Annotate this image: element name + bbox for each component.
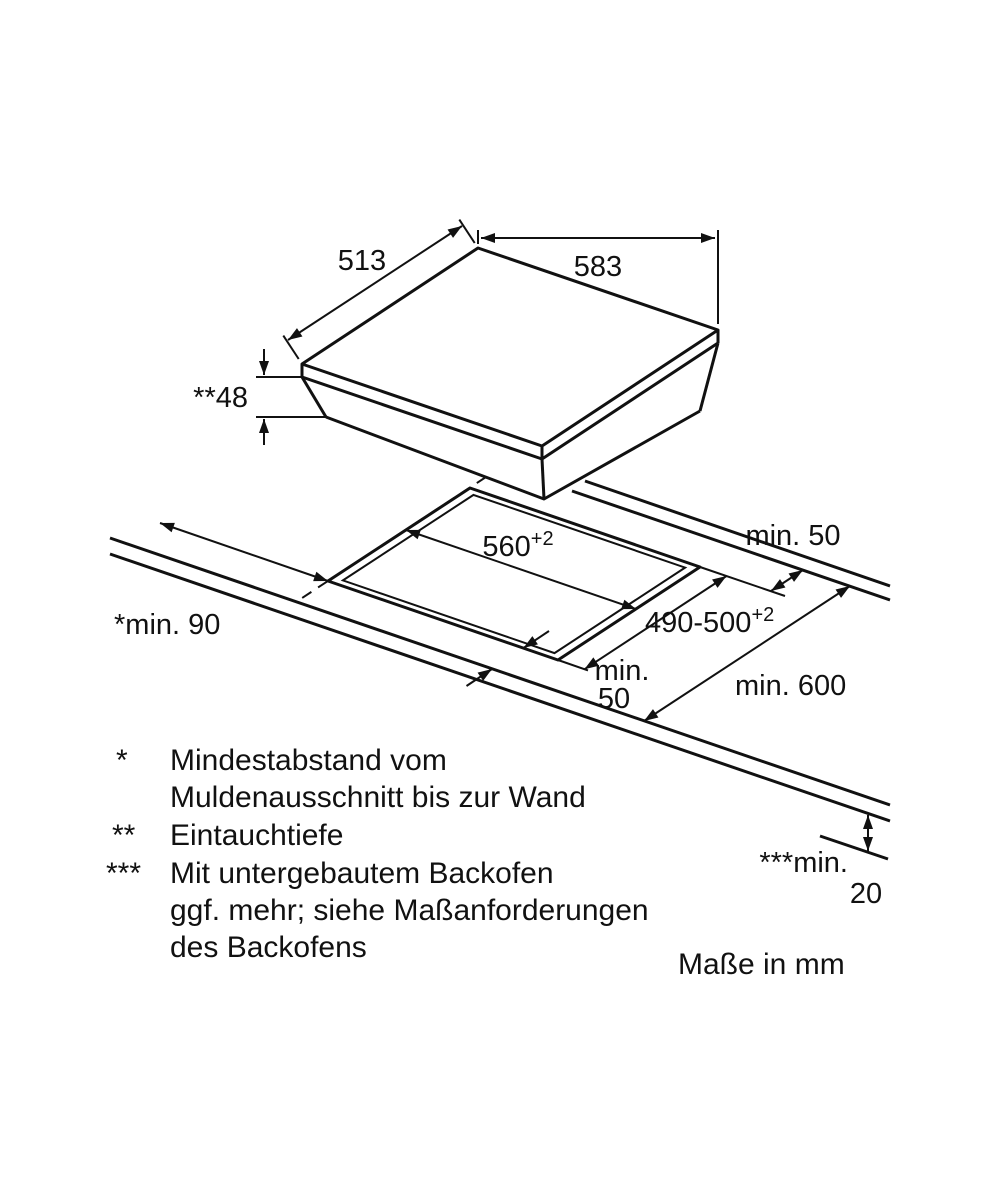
- dim-label-cutout-width: 560+2: [482, 528, 553, 563]
- dim-front-clearance: min. 50: [465, 630, 650, 715]
- footnote-text: des Backofens: [170, 931, 367, 964]
- dim-label-below-clearance-2: 20: [850, 878, 882, 910]
- dim-line: [159, 522, 329, 582]
- hob-base-corner-front: [540, 458, 546, 500]
- dim-label-front-clearance-1: min.: [595, 655, 650, 687]
- hob-base-bottom-edge: [325, 409, 701, 501]
- dim-below-clearance: ***min. 20: [759, 815, 882, 910]
- dim-label-wall-clearance: *min. 90: [114, 609, 220, 641]
- worktop-back-edge: [571, 489, 891, 602]
- units-note: Maße in mm: [678, 948, 845, 981]
- footnotes: * Mindestabstand vom Muldenausschnitt bi…: [106, 744, 649, 964]
- dim-wall-clearance: *min. 90: [114, 522, 329, 641]
- dim-hob-depth: 513: [282, 219, 476, 360]
- dim-label-insertion-depth: **48: [193, 382, 248, 414]
- footnote-text: Muldenausschnitt bis zur Wand: [170, 781, 586, 814]
- footnote-text: Mindestabstand vom: [170, 744, 447, 777]
- dim-arrow: [522, 630, 550, 649]
- wall-edge-line: [584, 479, 891, 588]
- footnote-marker: **: [112, 819, 136, 852]
- worktop-front-thickness: [109, 552, 891, 823]
- hob-base-corner-left: [300, 376, 328, 418]
- footnote-text: Mit untergebautem Backofen: [170, 857, 554, 890]
- dim-label-worktop-depth: min. 600: [735, 670, 846, 702]
- dim-line: [643, 585, 851, 722]
- dim-label-hob-depth: 513: [338, 245, 386, 277]
- footnote-text: ggf. mehr; siehe Maßanforderungen: [170, 894, 649, 927]
- dim-label-back-clearance: min. 50: [745, 520, 840, 552]
- dim-line: [287, 225, 463, 341]
- footnote-marker: ***: [106, 857, 141, 890]
- footnote-marker: *: [116, 744, 128, 777]
- dim-extension-line: [557, 659, 589, 672]
- dim-back-clearance: min. 50: [745, 520, 841, 592]
- dim-hob-width: 583: [477, 230, 719, 324]
- oven-clearance-line: [819, 834, 889, 861]
- footnote-text: Eintauchtiefe: [170, 819, 343, 852]
- dim-label-hob-width: 583: [574, 251, 622, 283]
- dim-label-below-clearance-1: ***min.: [759, 847, 848, 879]
- dim-label-front-clearance-2: 50: [598, 683, 630, 715]
- dim-extension-line: [458, 219, 476, 244]
- dim-extension-line: [282, 335, 300, 360]
- dim-worktop-depth: min. 600: [643, 585, 851, 722]
- hob-base-corner-right: [698, 342, 720, 412]
- dim-insertion-depth: **48: [193, 349, 326, 445]
- dim-arrow: [465, 668, 493, 687]
- worktop-front-edge: [109, 536, 891, 807]
- worktop: [109, 479, 891, 861]
